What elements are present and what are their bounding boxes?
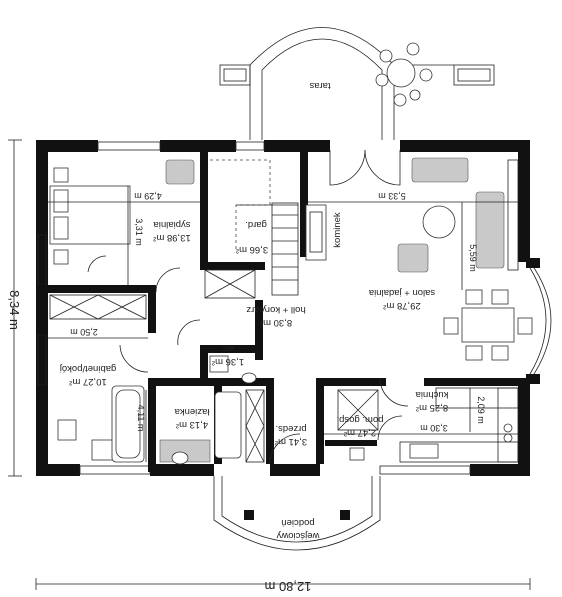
bathroom-fixtures [111,355,265,465]
study-width-label: 2,50 m [70,327,98,337]
terrace [219,27,495,140]
overall-depth-label: 8,34 m [7,290,22,330]
vestibule-area: 3,41 m² [275,436,307,447]
overall-width-label: 12,80 m [265,579,312,594]
kitchen-fixtures [337,387,519,463]
wc-name: wc [222,343,235,354]
bathroom-area: 4,13 m² [176,419,208,430]
living-room-name: salon + jadalnia [368,287,435,298]
bedroom-depth-label: 3,31 m [134,218,144,246]
entrance-porch [213,433,381,551]
vestibule-name: przeds. [275,423,306,434]
porch-name: podcień [281,517,314,528]
bathroom-name: łazienka [174,406,210,417]
bedroom-width-label: 4,29 m [134,191,162,201]
hall-name: holl + korytarz [246,304,306,315]
door-swings [119,267,409,441]
room-labels: sypialnia 13,98 m² gard. 3,66 m² kominek… [60,212,449,541]
study-name: gabinet/pokój [60,363,117,374]
utility-room-area: 2,47 m² [344,427,376,438]
dimension-lines [8,139,531,590]
kitchen-depth-label: 2,09 m [476,396,486,424]
interior-walls [36,152,530,472]
kitchen-area: 8,25 m² [416,402,448,413]
bedroom-furniture [49,159,256,299]
wardrobe-area: 3,66 m² [236,244,268,255]
exterior-walls [36,140,552,476]
bedroom-name: sypialnia [153,219,191,230]
wc-area: 1,36 m² [212,356,244,367]
utility-room-name: pom. gosp. [337,414,384,425]
dimension-labels: 4,29 m 3,31 m 5,33 m 5,59 m 2,50 m 4,11 … [7,191,486,594]
bedroom-area: 13,98 m² [153,232,191,243]
wardrobe-name: gard. [245,219,267,230]
kitchen-width-label: 3,30 m [420,423,448,433]
terrace-label: taras [309,80,330,91]
living-depth-label: 5,59 m [468,244,478,272]
kitchen-name: kuchnia [415,389,448,400]
living-room-furniture [305,149,533,361]
hall-area: 8,30 m² [260,317,292,328]
living-width-label: 5,33 m [378,191,406,201]
bathroom-depth-label: 4,11 m [136,405,146,432]
stairs [210,159,299,296]
fireplace-label: kominek [332,212,343,248]
living-room-area: 29,78 m² [383,300,421,311]
study-area: 10,27 m² [69,376,107,387]
porch-name-2: wejściowy [276,530,320,541]
